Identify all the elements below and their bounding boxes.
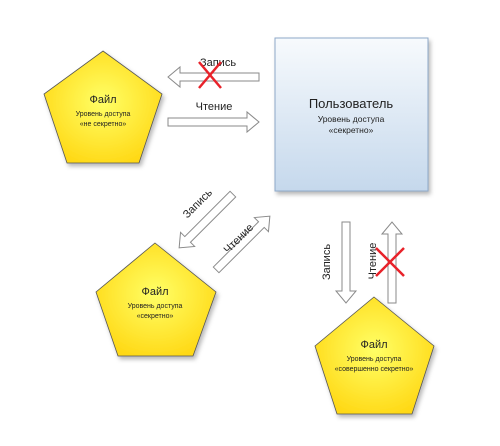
file-title: Файл — [89, 94, 116, 106]
read-label-vertical: Чтение — [367, 243, 379, 280]
file-access-label: Уровень доступа — [76, 111, 131, 118]
file-access-label: Уровень доступа — [128, 303, 183, 310]
file-access-level: «не секретно» — [80, 121, 127, 128]
forbidden-x-icon — [375, 247, 405, 277]
user-access-label: Уровень доступа — [318, 114, 385, 124]
file-not-secret: Файл Уровень доступа «не секретно» — [43, 50, 163, 164]
user-title: Пользователь — [309, 96, 394, 111]
write-arrow-not-secret: Запись — [167, 57, 260, 89]
write-label: Запись — [200, 57, 236, 69]
file-access-level: «совершенно секретно» — [335, 366, 414, 373]
file-top-secret: Файл Уровень доступа «совершенно секретн… — [314, 296, 435, 415]
file-access-level: «секретно» — [137, 313, 174, 320]
write-arrow-top-secret — [334, 221, 358, 304]
read-arrow-secret — [212, 215, 271, 274]
file-title: Файл — [141, 286, 168, 298]
file-secret: Файл Уровень доступа «секретно» — [95, 242, 217, 357]
read-arrow-not-secret: Чтение — [167, 101, 260, 134]
user-box: Пользователь Уровень доступа «секретно» — [274, 37, 429, 192]
write-arrow-secret — [178, 190, 237, 249]
file-title: Файл — [360, 339, 387, 351]
read-label: Чтение — [196, 101, 233, 113]
forbidden-x-icon — [198, 61, 222, 89]
file-access-label: Уровень доступа — [347, 356, 402, 363]
write-label-vertical: Запись — [321, 244, 333, 280]
user-access-level: «секретно» — [329, 125, 374, 135]
